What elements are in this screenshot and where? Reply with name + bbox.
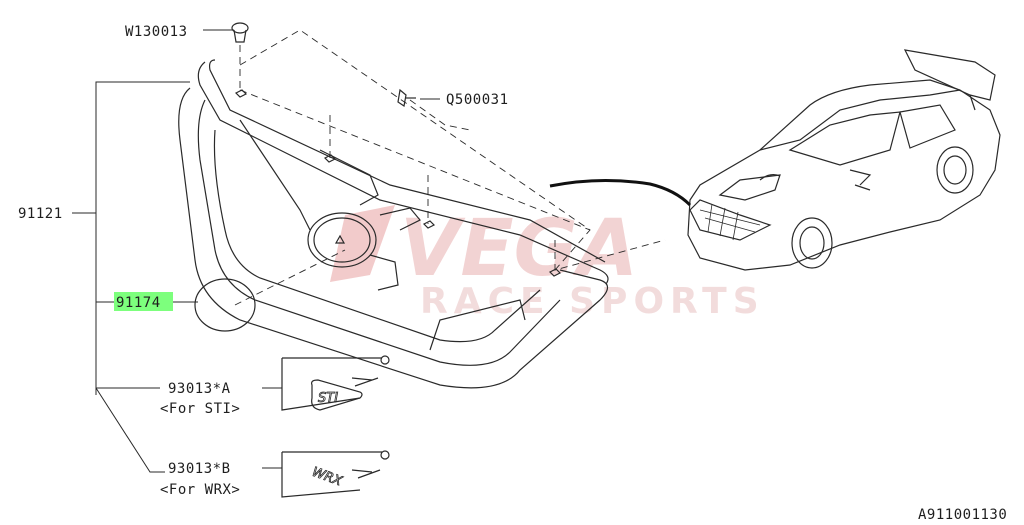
part-note-93013a: <For STI> — [160, 401, 240, 417]
grille-emblem-seat — [307, 212, 377, 268]
part-note-93013b: <For WRX> — [160, 482, 240, 498]
pointer-to-car — [549, 178, 692, 207]
watermark-logo-mark — [330, 205, 395, 282]
part-label-w130013[interactable]: W130013 — [125, 24, 188, 40]
wrx-badge-lettering: WRX — [310, 465, 345, 490]
part-label-93013b[interactable]: 93013*B — [168, 461, 231, 477]
sti-badge-lettering: STI — [318, 391, 338, 406]
car-illustration — [549, 49, 1001, 271]
clip-w130013-drawing — [231, 22, 249, 43]
part-label-q500031[interactable]: Q500031 — [446, 92, 509, 108]
watermark-sub: RACE SPORTS — [420, 281, 765, 322]
badge-wrx-drawing: WRX — [281, 450, 390, 498]
emblem-91174-drawing — [194, 278, 256, 332]
part-label-93013a[interactable]: 93013*A — [168, 381, 231, 397]
part-label-91174[interactable]: 91174 — [116, 295, 161, 311]
assembly-guides — [234, 29, 666, 306]
screw-q500031-drawing — [397, 88, 416, 108]
part-91174-highlight — [114, 292, 173, 311]
leader-lines — [72, 29, 440, 473]
badge-sti-drawing: STI — [281, 355, 390, 411]
drawing-id: A911001130 — [918, 507, 1007, 523]
grille-assembly — [178, 59, 609, 389]
part-label-91121[interactable]: 91121 — [18, 206, 63, 222]
